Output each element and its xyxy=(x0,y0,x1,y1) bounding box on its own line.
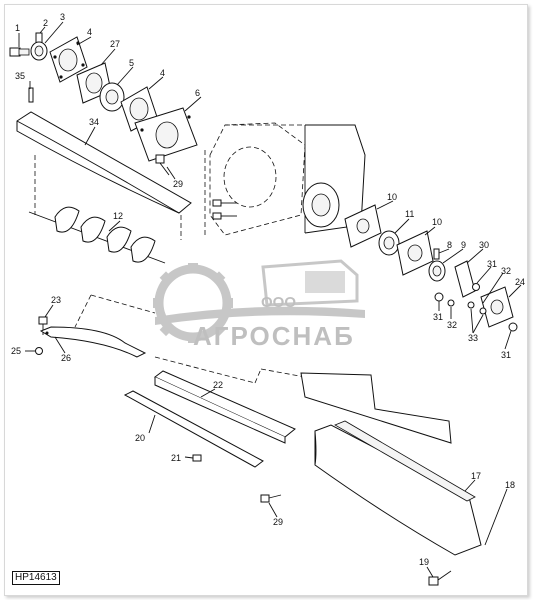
part-pin-35 xyxy=(28,87,34,103)
callout-24: 24 xyxy=(515,277,525,287)
callout-10-upper: 10 xyxy=(387,192,397,202)
callout-29-upper: 29 xyxy=(173,179,183,189)
callout-1: 1 xyxy=(15,23,20,33)
callout-25: 25 xyxy=(11,346,21,356)
part-housing-dashed xyxy=(209,122,366,236)
callout-33: 33 xyxy=(468,333,478,343)
callout-6: 6 xyxy=(195,88,200,98)
part-bolt-23 xyxy=(38,316,48,335)
part-trough-18 xyxy=(300,372,482,556)
callout-9: 9 xyxy=(461,240,466,250)
callout-17: 17 xyxy=(471,471,481,481)
part-nuts-31-32-33 xyxy=(434,283,518,332)
callout-21: 21 xyxy=(171,453,181,463)
callout-22: 22 xyxy=(213,380,223,390)
callout-31-left: 31 xyxy=(433,312,443,322)
part-bearing-11 xyxy=(378,230,400,256)
part-flange-4-upper xyxy=(49,36,88,83)
part-bolt-29-upper xyxy=(155,154,170,176)
part-strip-20 xyxy=(123,390,264,468)
callout-29-lower: 29 xyxy=(273,517,283,527)
part-screw-8 xyxy=(433,248,440,260)
part-collar-3 xyxy=(30,41,48,61)
watermark-line2: АГРОСНАБ xyxy=(193,321,355,351)
part-cover-34 xyxy=(16,111,192,214)
callout-35: 35 xyxy=(15,71,25,81)
callout-11: 11 xyxy=(405,209,414,219)
part-bearing-5 xyxy=(99,82,125,112)
callout-20: 20 xyxy=(135,433,145,443)
callout-10-lower: 10 xyxy=(432,217,442,227)
part-pin-21 xyxy=(192,454,202,462)
watermark-line1: ООО xyxy=(261,294,296,311)
callout-27: 27 xyxy=(110,39,120,49)
callout-5: 5 xyxy=(129,58,134,68)
leader-lines xyxy=(18,21,522,578)
dashed-guides xyxy=(34,150,306,384)
callout-31-right: 31 xyxy=(501,350,511,360)
callout-26: 26 xyxy=(61,353,71,363)
callouts: 1 2 3 4 27 5 4 6 35 34 29 12 10 11 10 8 … xyxy=(11,12,525,567)
diagram-frame: ООО АГРОСНАБ xyxy=(4,4,528,596)
part-collar-9 xyxy=(428,260,446,282)
part-plate-6 xyxy=(134,107,198,162)
callout-4-upper: 4 xyxy=(87,27,92,37)
part-strip-26 xyxy=(39,326,147,358)
exploded-parts-diagram: ООО АГРОСНАБ xyxy=(9,12,525,586)
callout-3: 3 xyxy=(60,12,65,22)
callout-4-lower: 4 xyxy=(160,68,165,78)
part-bolt-29-lower xyxy=(260,494,282,503)
callout-32-lower: 32 xyxy=(447,320,457,330)
part-bolts-housing xyxy=(212,199,237,220)
watermark-logo: ООО АГРОСНАБ xyxy=(153,259,365,351)
part-nut-25 xyxy=(35,347,43,355)
callout-23: 23 xyxy=(51,295,61,305)
drawing-code-label: HP14613 xyxy=(12,571,60,585)
callout-31-upper: 31 xyxy=(487,259,497,269)
callout-12: 12 xyxy=(113,211,123,221)
part-plate-22 xyxy=(154,370,296,444)
callout-19: 19 xyxy=(419,557,429,567)
callout-8: 8 xyxy=(447,240,452,250)
part-flange-10-lower xyxy=(396,230,434,276)
part-plate-24 xyxy=(480,286,514,328)
callout-2: 2 xyxy=(43,18,48,28)
callout-34: 34 xyxy=(89,117,99,127)
part-flange-10-upper xyxy=(344,204,382,248)
part-auger-12 xyxy=(28,206,166,264)
part-bracket-30 xyxy=(454,260,476,298)
callout-30: 30 xyxy=(479,240,489,250)
part-bolt-1 xyxy=(9,47,30,57)
part-bolt-19 xyxy=(428,570,452,586)
callout-32-upper: 32 xyxy=(501,266,511,276)
callout-18: 18 xyxy=(505,480,515,490)
